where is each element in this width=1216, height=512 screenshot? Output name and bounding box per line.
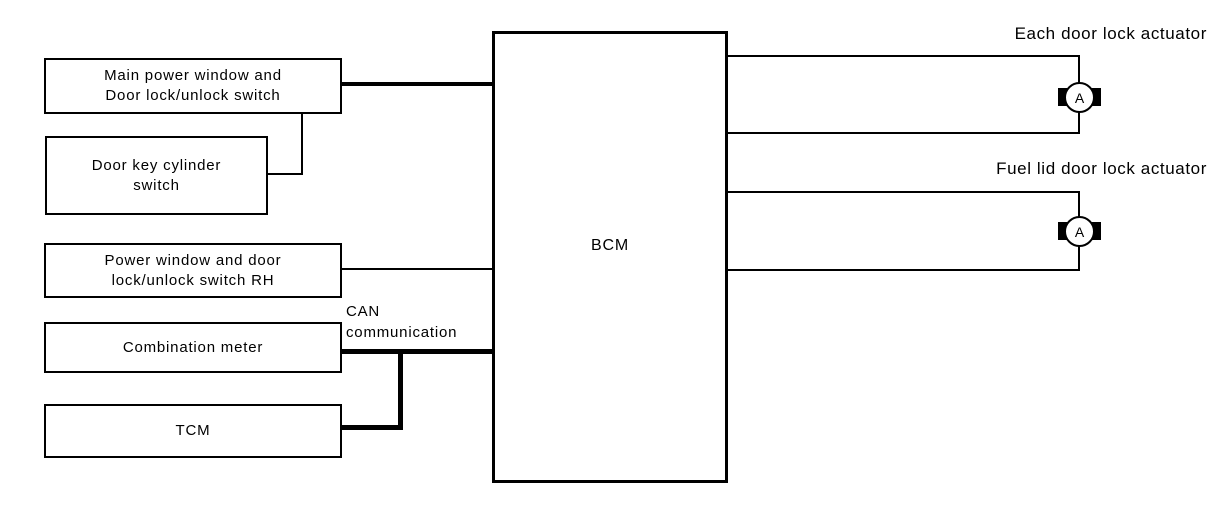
wire-main-switch-to-bcm (341, 82, 493, 86)
fuel-lid-actuator-label: Fuel lid door lock actuator (996, 159, 1207, 178)
box-combination-meter: Combination meter (44, 322, 342, 373)
wire-rh-switch-to-bcm (341, 268, 493, 270)
can-bus-vertical (398, 349, 403, 430)
can-bus-horizontal (341, 349, 493, 354)
wire-loop-fuel-lid-actuator (727, 191, 1080, 271)
fuel-lid-motor-icon: A (1064, 216, 1095, 247)
each-door-lock-actuator-label: Each door lock actuator (1014, 24, 1207, 43)
box-power-window-switch-rh: Power window and door lock/unlock switch… (44, 243, 342, 298)
can-communication-label: CAN communication (346, 301, 458, 343)
wire-door-key-vertical (301, 113, 303, 175)
box-main-power-window-switch: Main power window and Door lock/unlock s… (44, 58, 342, 114)
wire-door-key-horizontal (267, 173, 303, 175)
wire-loop-each-door-actuator (727, 55, 1080, 134)
box-door-key-cylinder-switch: Door key cylinder switch (45, 136, 268, 215)
can-bus-tcm-branch (341, 425, 403, 430)
box-bcm: BCM (492, 31, 728, 483)
box-tcm: TCM (44, 404, 342, 458)
actuator-motor-icon: A (1064, 82, 1095, 113)
